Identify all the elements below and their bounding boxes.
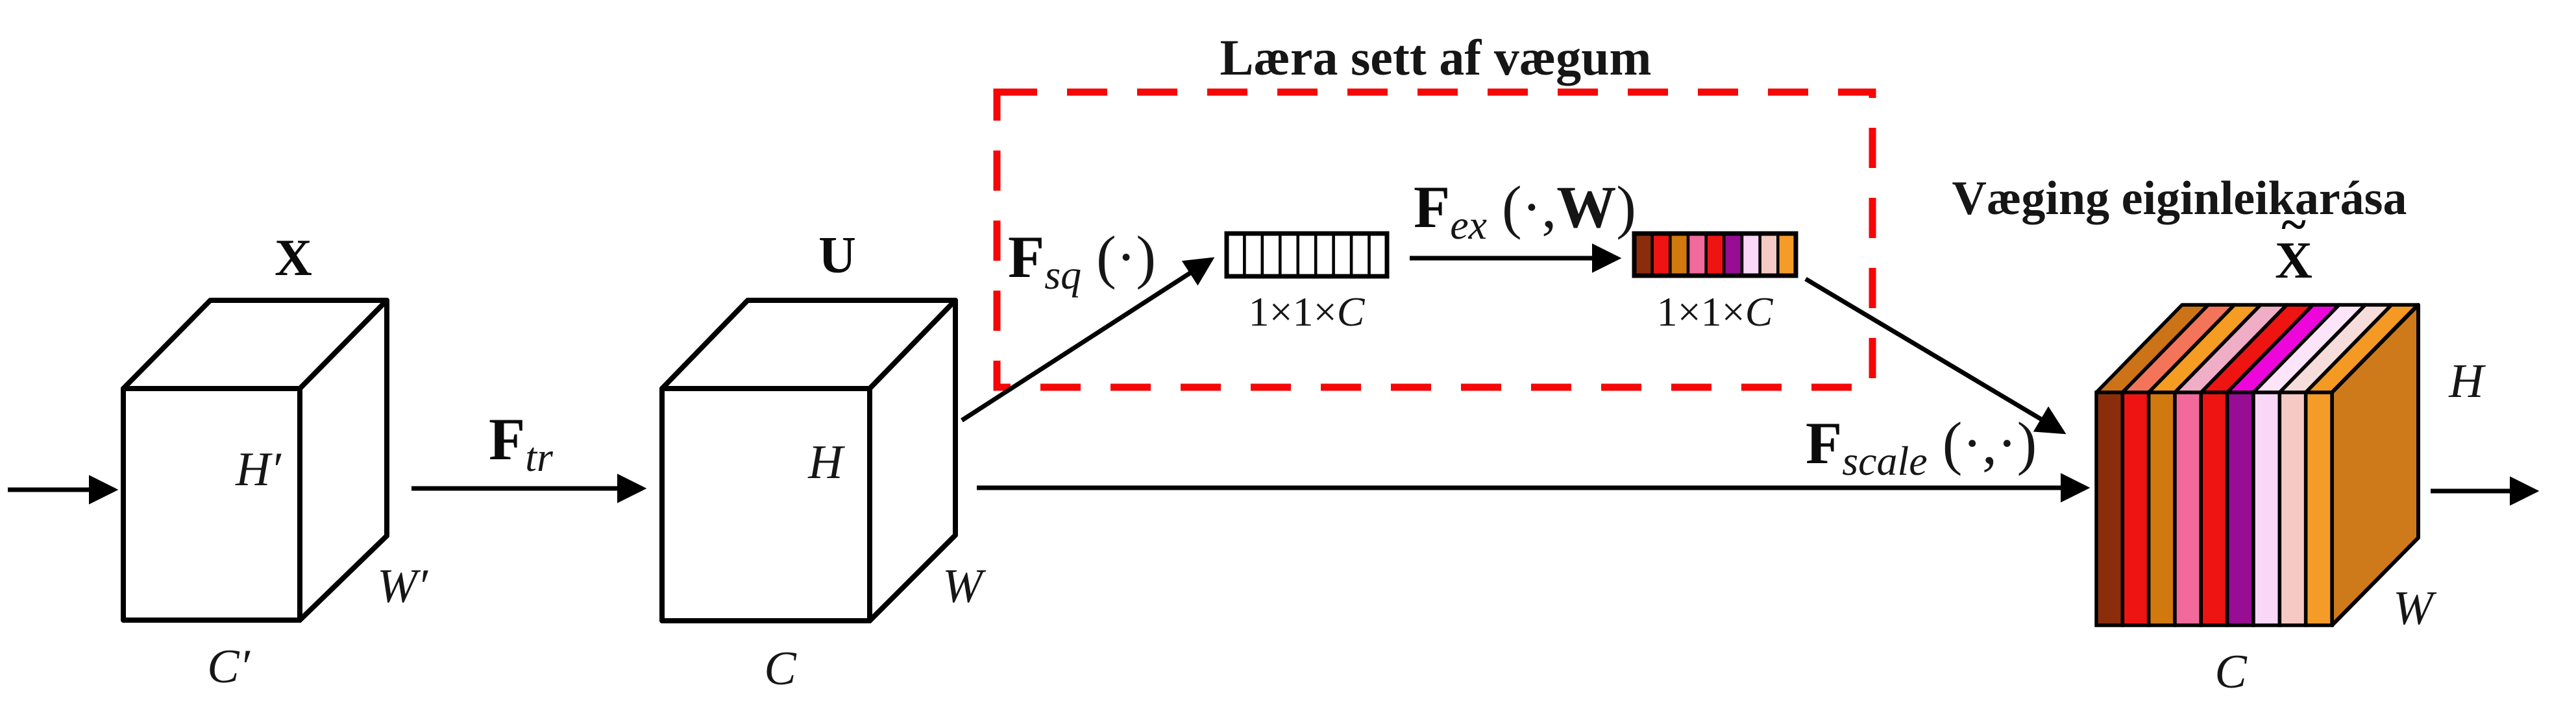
squeeze-cell — [1296, 232, 1318, 278]
squeeze-cell — [1314, 232, 1335, 278]
squeeze-dim-c: C — [1337, 289, 1366, 335]
squeeze-vector-cells — [1225, 232, 1389, 278]
tensor-x-width-label: W′ — [377, 560, 429, 613]
fsq-f: F — [1008, 224, 1044, 290]
tensor-u-channel-label: C — [764, 642, 797, 695]
front-slice — [2120, 390, 2151, 627]
fex-args-pre: (·, — [1487, 174, 1556, 240]
tensor-out-width-label: W — [2393, 582, 2437, 635]
front-slice — [2303, 390, 2334, 627]
excitation-vector-dim-label: 1×1×C — [1657, 289, 1774, 335]
excite-cell — [1704, 232, 1726, 278]
ftr-sub: tr — [525, 434, 554, 480]
fsq-sub: sq — [1044, 252, 1081, 298]
excitation-vector-outline — [1632, 231, 1798, 278]
squeeze-op: Fsq (·) — [961, 224, 1215, 422]
tensor-u-width-label: W — [942, 560, 987, 613]
squeeze-vector-outline — [1224, 231, 1390, 279]
excitation-op: Fex (·,W) — [1410, 174, 1636, 273]
squeeze-cell — [1225, 232, 1246, 278]
tensor-x-channel-label: C′ — [207, 640, 251, 693]
front-slice — [2225, 390, 2255, 627]
channel-weighting-title: Væging eiginleikarása — [1952, 172, 2407, 225]
fex-args-post: ) — [1616, 174, 1636, 240]
front-slice — [2146, 390, 2177, 627]
squeeze-cell — [1279, 232, 1300, 278]
excite-cell — [1758, 232, 1780, 278]
tensor-x-front-face — [121, 386, 302, 623]
front-slice — [2277, 390, 2308, 627]
excite-dim-pre: 1×1× — [1657, 289, 1745, 335]
learn-weights-title: Læra sett af vægum — [1220, 29, 1651, 86]
squeeze-cell — [1243, 232, 1264, 278]
fscale-sub: scale — [1842, 438, 1928, 484]
squeeze-cell — [1332, 232, 1353, 278]
excite-cell — [1776, 232, 1798, 278]
fscale-f: F — [1806, 410, 1842, 476]
learn-weights-dashed-box — [993, 88, 1876, 391]
squeeze-dim-pre: 1×1× — [1249, 289, 1337, 335]
squeeze-cell — [1368, 232, 1389, 278]
tensor-x: X H′ W′ C′ — [121, 230, 429, 693]
tensor-u-front-face — [659, 386, 872, 623]
tensor-out-tilde: ~ — [2281, 198, 2305, 250]
ftr-f: F — [489, 406, 525, 472]
fscale-args: (·,·) — [1928, 410, 2037, 476]
tensor-u: U H W C — [659, 227, 987, 695]
fsq-arrow — [961, 257, 1215, 422]
tensor-out-height-label: H — [2448, 355, 2486, 408]
ftr-label: Ftr — [489, 406, 554, 480]
tensor-out: ~ X H W C — [2094, 198, 2486, 699]
squeeze-vector-dim-label: 1×1×C — [1249, 289, 1366, 335]
excitation-vector-cells — [1632, 232, 1798, 278]
fex-label: Fex (·,W) — [1414, 174, 1636, 248]
excite-cell — [1740, 232, 1761, 278]
excite-cell — [1650, 232, 1672, 278]
scale-op: Fscale (·,·) — [977, 410, 2091, 503]
front-slice — [2173, 390, 2203, 627]
excite-cell — [1669, 232, 1690, 278]
front-slice — [2199, 390, 2229, 627]
fex-sub: ex — [1450, 202, 1487, 248]
excite-cell — [1632, 232, 1654, 278]
fscale-label: Fscale (·,·) — [1806, 410, 2037, 484]
fex-f: F — [1414, 174, 1450, 240]
squeeze-cell — [1349, 232, 1371, 278]
squeeze-vector: 1×1×C — [1224, 231, 1390, 335]
excitation-vector: 1×1×C — [1632, 231, 1798, 335]
squeeze-cell — [1260, 232, 1282, 278]
excite-cell — [1686, 232, 1708, 278]
tensor-u-height-label: H — [807, 436, 845, 489]
fsq-args: (·) — [1081, 224, 1156, 290]
tensor-x-height-label: H′ — [235, 443, 282, 496]
tensor-out-channel-label: C — [2214, 645, 2248, 699]
tensor-x-label: X — [275, 230, 312, 287]
front-slice — [2094, 390, 2125, 627]
excite-cell — [1723, 232, 1744, 278]
transform-ftr: Ftr — [411, 406, 647, 503]
tensor-out-front-slices — [2094, 390, 2334, 627]
excite-to-output-arrow — [1804, 276, 2067, 435]
tensor-out-label: X — [2275, 232, 2312, 289]
fsq-label: Fsq (·) — [1008, 224, 1156, 298]
front-slice — [2251, 390, 2282, 627]
tensor-u-label: U — [818, 227, 856, 284]
fex-arg-w: W — [1556, 174, 1616, 240]
excite-dim-c: C — [1745, 289, 1774, 335]
